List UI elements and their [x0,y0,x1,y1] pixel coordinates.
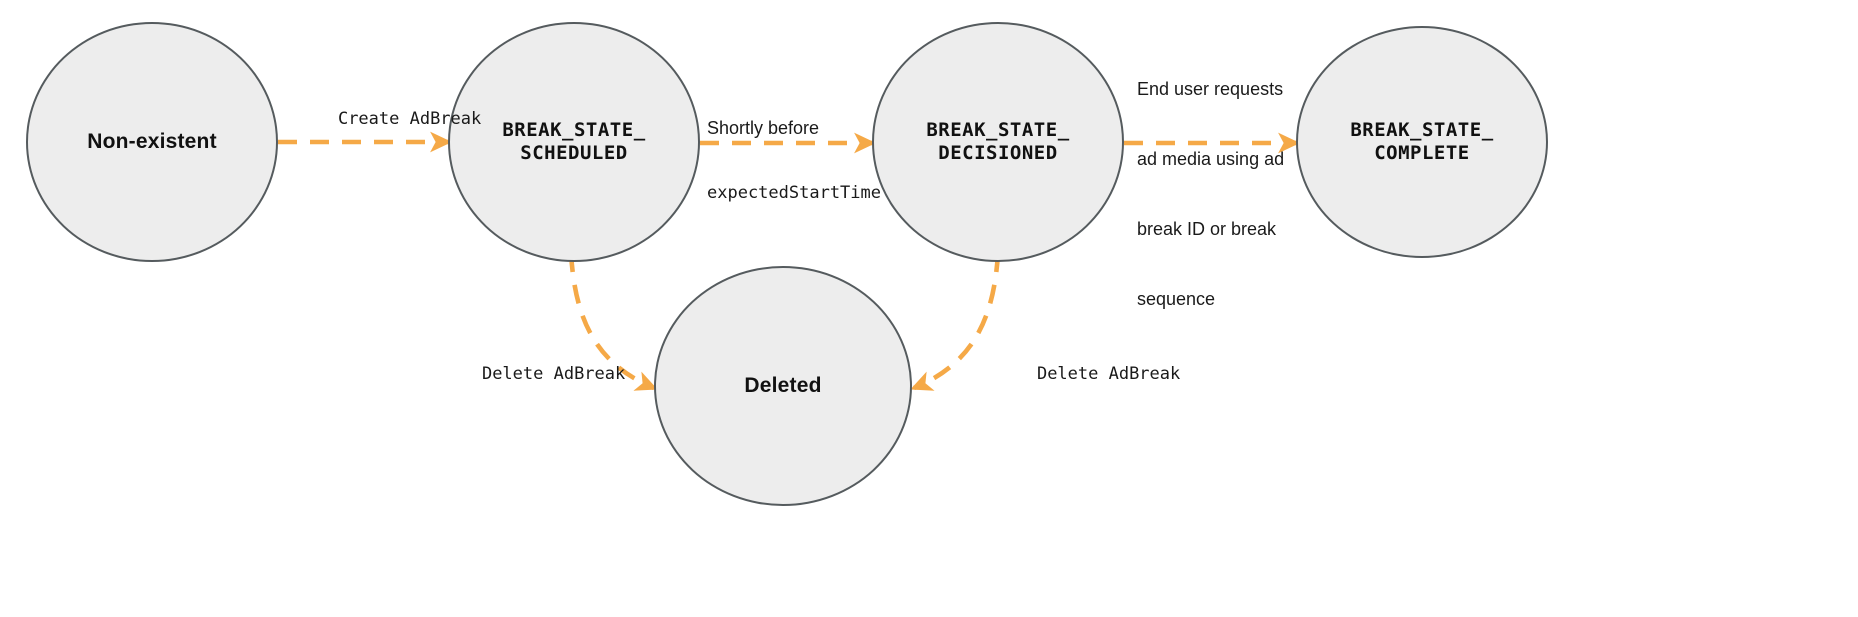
node-break-state-decisioned[interactable]: BREAK_STATE_ DECISIONED [872,22,1124,262]
node-deleted[interactable]: Deleted [654,266,912,506]
edge-label-create-adbreak: Create AdBreak [297,86,481,152]
edge-label-text: Delete AdBreak [1036,364,1181,385]
edge-label-line4: sequence [1137,289,1216,310]
node-break-state-complete[interactable]: BREAK_STATE_ COMPLETE [1296,26,1548,258]
edge-label-line1: Shortly before [707,117,820,138]
node-label-deleted: Deleted [744,374,822,398]
edge-delete-from-decisioned [910,252,1001,391]
node-label-line1: BREAK_STATE_ [926,118,1070,141]
node-label-line2: SCHEDULED [520,142,628,164]
edge-label-delete-from-decisioned: Delete AdBreak [996,341,1180,407]
edge-label-text: Delete AdBreak [481,364,626,385]
node-label-line1: BREAK_STATE_ [502,118,646,141]
node-label-break-state-complete: BREAK_STATE_ COMPLETE [1350,119,1493,165]
node-non-existent[interactable]: Non-existent [26,22,278,262]
edge-label-text: Create AdBreak [337,109,482,130]
node-label-line1: BREAK_STATE_ [1350,118,1494,141]
edge-label-line3: break ID or break [1137,219,1277,240]
node-break-state-scheduled[interactable]: BREAK_STATE_ SCHEDULED [448,22,700,262]
node-label-line2: COMPLETE [1374,142,1470,164]
edge-label-line2: expectedStartTime [707,182,881,203]
edge-label-delete-from-scheduled: Delete AdBreak [441,341,625,407]
edge-label-shortly-before: Shortly before expectedStartTime [707,75,881,245]
node-label-break-state-scheduled: BREAK_STATE_ SCHEDULED [502,119,645,165]
edge-label-line2: ad media using ad [1137,148,1285,169]
node-label-break-state-decisioned: BREAK_STATE_ DECISIONED [926,119,1069,165]
node-label-non-existent: Non-existent [87,130,217,154]
edge-label-line1: End user requests [1137,78,1284,99]
edge-label-end-user-requests: End user requests ad media using ad brea… [1137,31,1284,358]
node-label-line2: DECISIONED [938,142,1058,164]
